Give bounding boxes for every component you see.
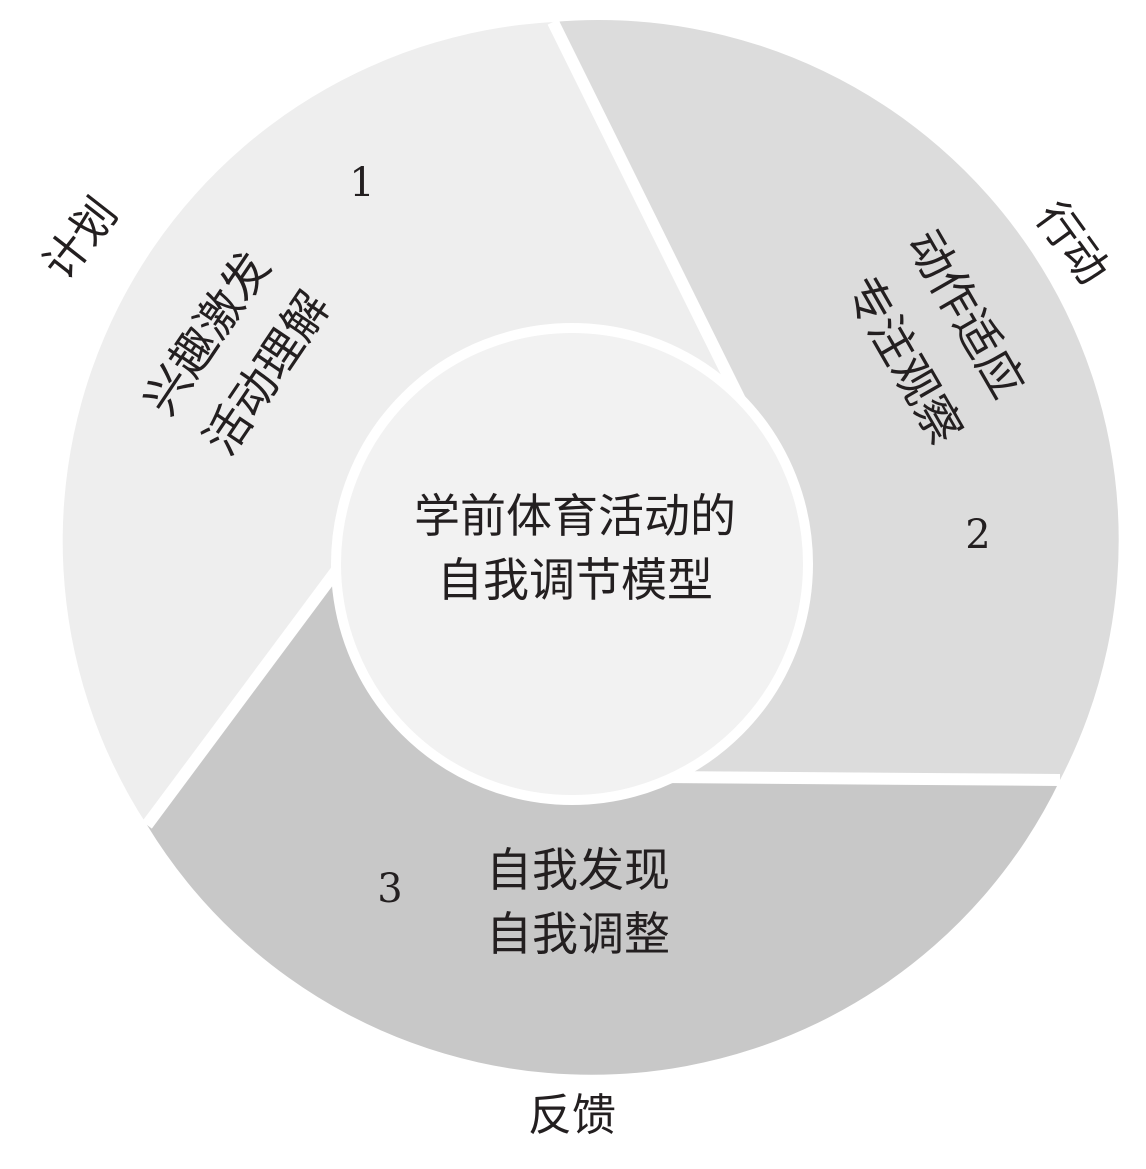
- segment-number-2: 2: [965, 512, 990, 558]
- center-title-line2: 自我调节模型: [437, 553, 713, 607]
- segment-number-1: 1: [349, 160, 374, 206]
- separator-line: [547, 19, 766, 443]
- center-title-line1: 学前体育活动的: [414, 489, 736, 543]
- stage-label-planning: 计划: [33, 189, 127, 290]
- segment-feedback-line2: 自我调整: [486, 907, 670, 961]
- separator-line: [659, 771, 1061, 786]
- separator-line: [142, 563, 344, 829]
- center-circle: [331, 323, 813, 805]
- segment-planning: [62, 22, 760, 825]
- segment-number-3: 3: [377, 866, 402, 912]
- segment-action: [553, 19, 1119, 781]
- segment-feedback-line1: 自我发现: [486, 843, 670, 897]
- stage-label-feedback: 反馈: [528, 1090, 616, 1141]
